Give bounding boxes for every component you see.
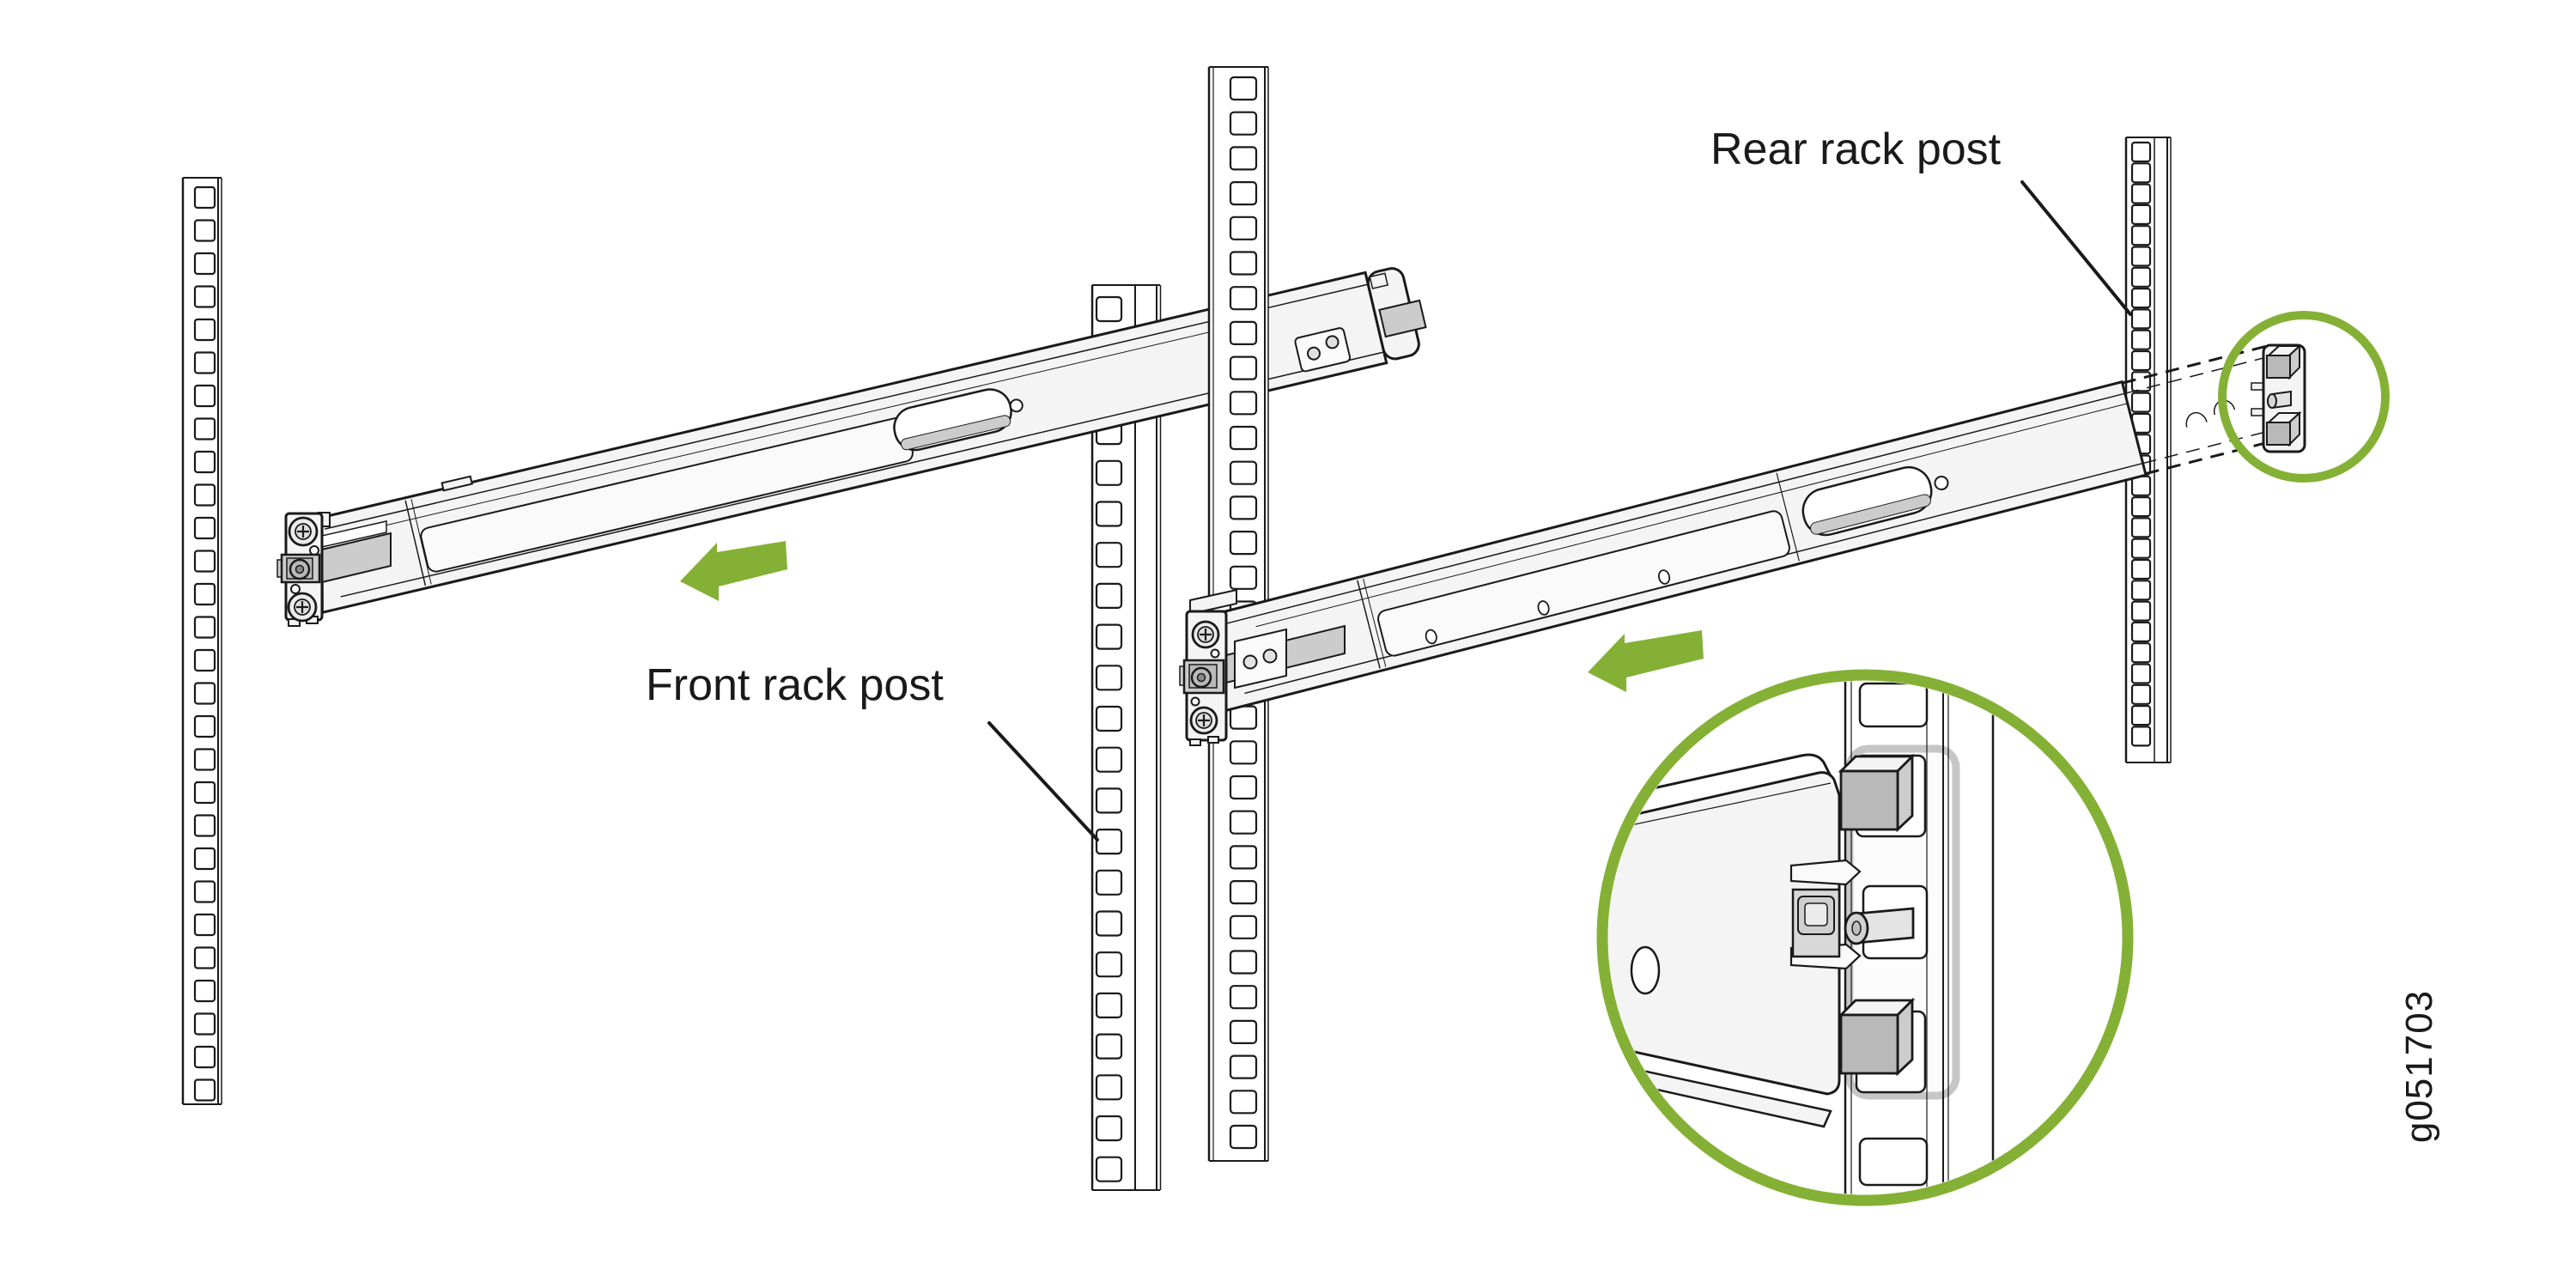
screw-icon	[1189, 706, 1218, 735]
front-rack-post-leader-line	[987, 721, 1099, 841]
latch-pin	[2267, 390, 2292, 410]
magnifier-circle-icon	[1596, 669, 2134, 1206]
right-rail-slide-arrow-icon	[1588, 630, 1704, 692]
left-rail-slide-arrow-icon	[680, 541, 787, 601]
left-slide-rail	[276, 267, 1427, 627]
screw-icon	[287, 592, 318, 623]
label-front-rack-post: Front rack post	[646, 660, 944, 710]
rear-rack-post-leader-line	[2020, 180, 2132, 316]
label-rear-rack-post: Rear rack post	[1710, 125, 2002, 174]
right-rail-front-bracket	[1179, 588, 1346, 746]
rack-post-front-left	[181, 177, 222, 1105]
rack-post-front-right	[1091, 284, 1162, 1191]
left-rail-front-bracket	[276, 512, 392, 627]
screw-icon	[1191, 620, 1220, 649]
right-slide-rail	[1179, 343, 2306, 746]
latch-lug-bottom	[2266, 410, 2302, 447]
screw-icon	[288, 516, 319, 547]
post-holes	[1229, 76, 1258, 1150]
magnified-rail-end	[1608, 753, 1841, 1128]
magnified-lug-bottom	[1838, 997, 1916, 1077]
right-rail-rear-latch	[2251, 343, 2306, 453]
figure-id: g051703	[2398, 990, 2440, 1143]
rear-latch-magnified-view	[1596, 669, 2134, 1206]
latch-lug-top	[2266, 343, 2302, 380]
post-holes	[193, 185, 216, 1102]
rear-latch-highlight-circle	[2218, 311, 2390, 483]
magnified-lug-top	[1838, 753, 1916, 833]
post-holes	[1095, 295, 1123, 1182]
magnified-pin	[1844, 907, 1915, 945]
